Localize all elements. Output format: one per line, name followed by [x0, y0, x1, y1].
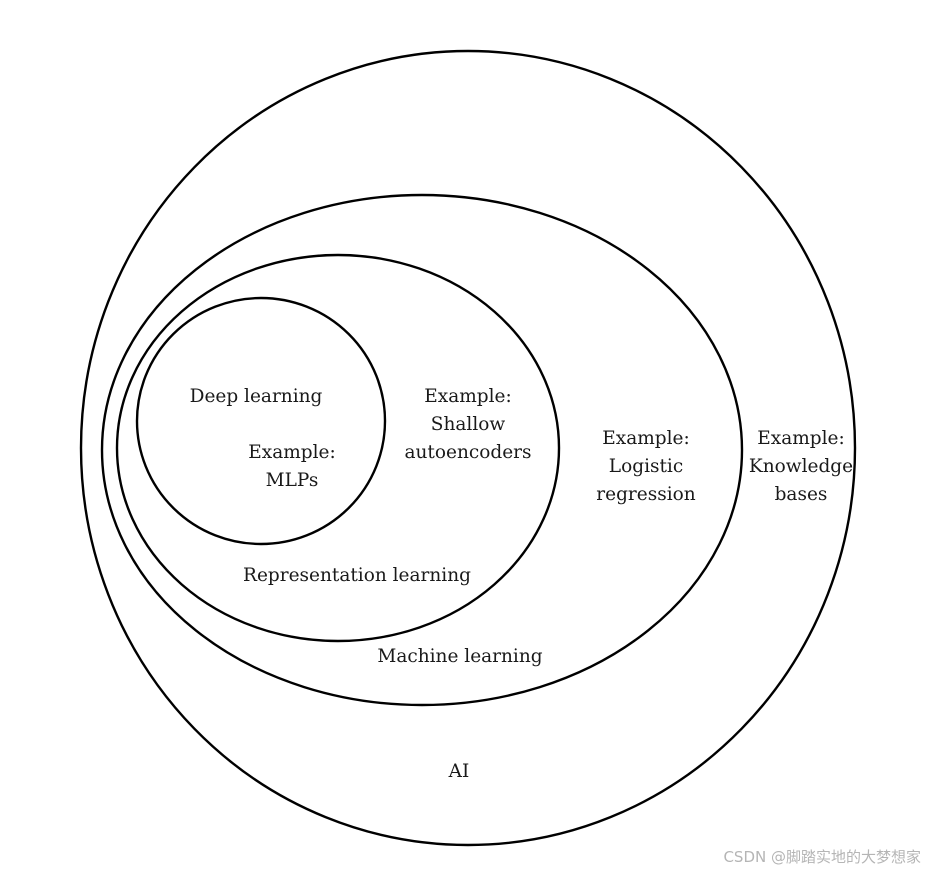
machine-learning-title: Machine learning [377, 646, 542, 667]
representation-learning-ellipse [115, 253, 561, 643]
ai-circle [79, 49, 857, 847]
representation-learning-example-line-3: autoencoders [404, 442, 531, 463]
representation-learning-example-line-1: Example: [424, 386, 511, 407]
ai-example-line-3: bases [775, 484, 828, 505]
ai-example-line-1: Example: [757, 428, 844, 449]
representation-learning-example-line-2: Shallow [431, 414, 506, 435]
machine-learning-example-line-3: regression [596, 484, 695, 505]
representation-learning-title: Representation learning [243, 565, 471, 586]
ai-title: AI [448, 761, 470, 782]
machine-learning-ellipse [100, 193, 744, 707]
machine-learning-example-line-2: Logistic [609, 456, 683, 477]
machine-learning-example-line-1: Example: [602, 428, 689, 449]
deep-learning-circle [135, 296, 387, 546]
deep-learning-title: Deep learning [190, 386, 323, 407]
deep-learning-example-line-1: Example: [248, 442, 335, 463]
watermark: CSDN @脚踏实地的大梦想家 [723, 848, 921, 866]
deep-learning-example-line-2: MLPs [266, 470, 319, 491]
ai-example-line-2: Knowledge [749, 456, 853, 477]
